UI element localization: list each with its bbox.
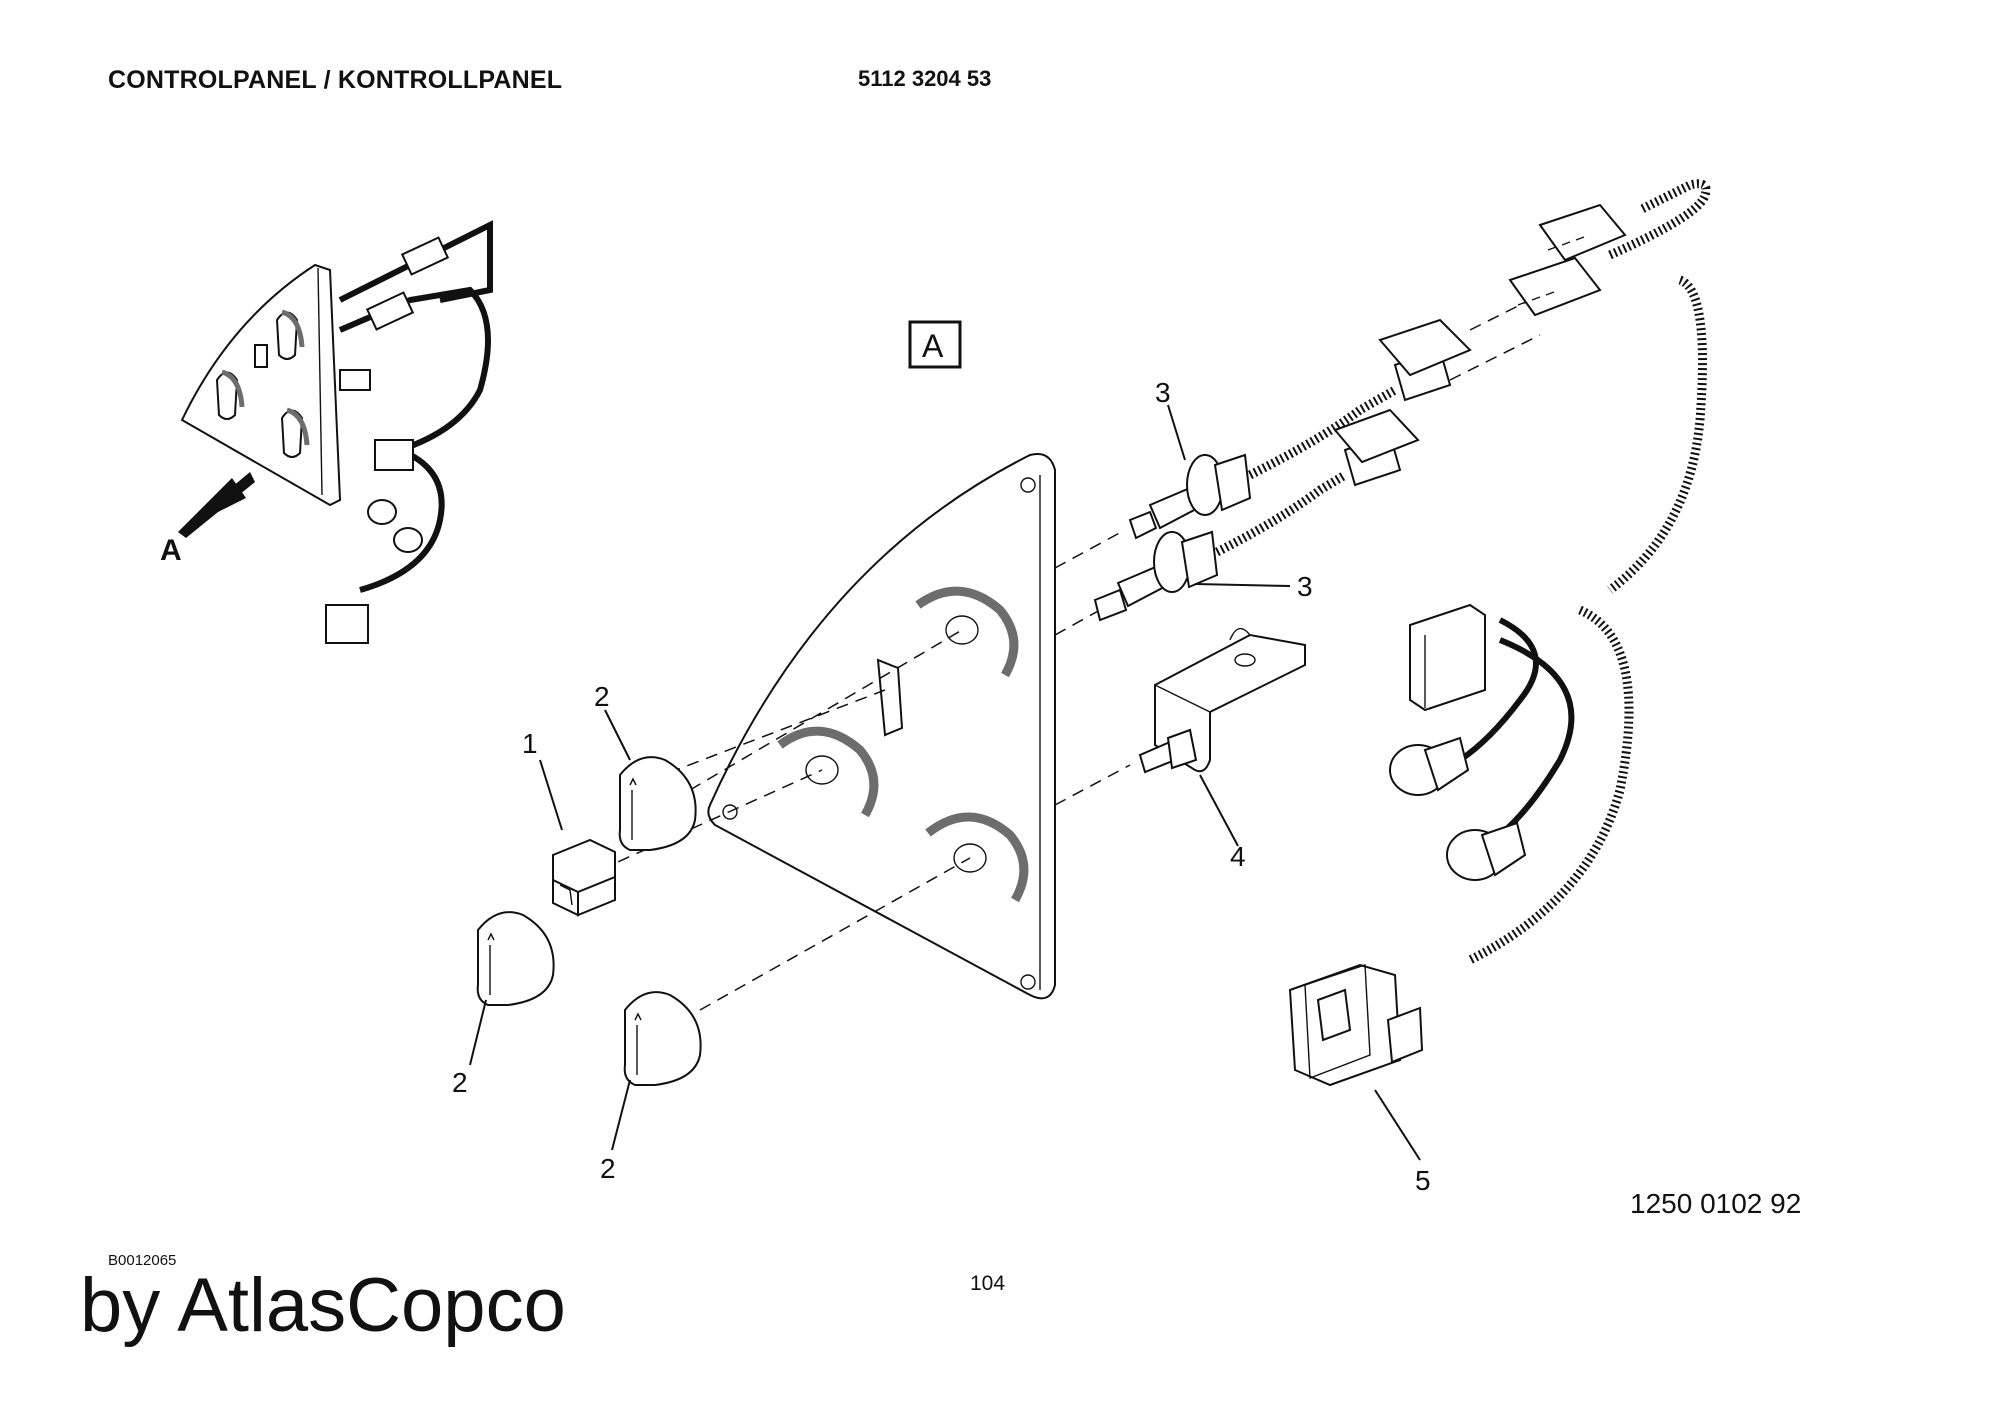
callout-potentiometer-mid: 3: [1297, 571, 1313, 602]
control-panel-plate: [707, 453, 1056, 1000]
callout-knob-left: 2: [452, 1067, 468, 1098]
callout-knob-top: 2: [594, 681, 610, 712]
document-number: B0012065: [108, 1252, 177, 1269]
view-label: A: [922, 328, 944, 364]
potentiometer-mid: [1093, 408, 1420, 622]
wiring-harness: [1288, 179, 1711, 1087]
drawing-number: 1250 0102 92: [1630, 1188, 1802, 1219]
rocker-switch: [552, 838, 616, 917]
knob-bottom: [623, 991, 702, 1086]
callout-bracket: 4: [1230, 841, 1246, 872]
callout-switch: 1: [522, 728, 538, 759]
view-label-box: A: [908, 320, 962, 369]
page-title: CONTROLPANEL / KONTROLLPANEL: [108, 66, 563, 94]
leader-lines: [469, 404, 1421, 1161]
callout-harness: 5: [1415, 1165, 1431, 1196]
part-number: 5112 3204 53: [858, 66, 992, 91]
knob-top: [618, 756, 697, 851]
knob-left: [476, 911, 555, 1006]
potentiometer-top: [1128, 318, 1472, 540]
callout-overview-a: A: [160, 534, 182, 567]
bracket: [1138, 627, 1306, 774]
brand-footer: by AtlasCopco: [80, 1263, 566, 1348]
overview-panel: A: [160, 220, 493, 644]
callout-knob-bottom: 2: [600, 1153, 616, 1184]
callout-labels: 1 2 2 2 3 3 4 5: [452, 377, 1431, 1196]
page-number: 104: [970, 1272, 1006, 1295]
callout-potentiometer-top: 3: [1155, 377, 1171, 408]
